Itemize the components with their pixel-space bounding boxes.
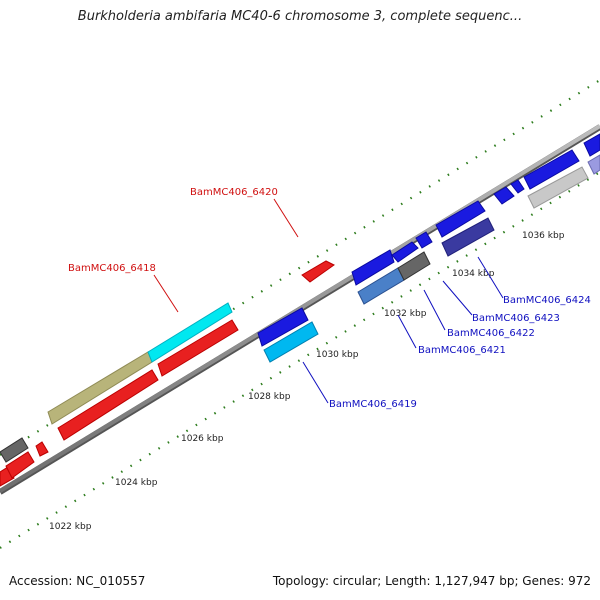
tick-label: 1028 kbp — [248, 392, 291, 402]
gene-feature — [435, 200, 486, 238]
map-title: Burkholderia ambifaria MC40-6 chromosome… — [77, 9, 523, 24]
gene-label: BamMC406_6422 — [447, 328, 535, 339]
tick-label: 1034 kbp — [452, 269, 495, 279]
label-leaders — [153, 198, 504, 404]
gene-label: BamMC406_6418 — [68, 263, 156, 274]
kbp-labels: 1022 kbp 1024 kbp 1026 kbp 1028 kbp 1030… — [49, 231, 565, 532]
gene-label: BamMC406_6423 — [472, 313, 560, 324]
gene-feature — [441, 217, 495, 257]
gene-feature — [351, 249, 395, 286]
tick-row-inner — [0, 171, 600, 549]
gene-feature — [587, 154, 600, 175]
gene-label: BamMC406_6419 — [329, 399, 417, 410]
gene-feature — [0, 437, 29, 463]
accession-text: Accession: NC_010557 — [9, 574, 146, 588]
gene-feature — [493, 186, 515, 205]
gene-feature — [523, 149, 580, 190]
gene-labels: BamMC406_6420 BamMC406_6418 BamMC406_641… — [68, 187, 591, 410]
tick-label: 1024 kbp — [115, 478, 158, 488]
tick-label: 1036 kbp — [522, 231, 565, 241]
gene-feature — [257, 307, 309, 347]
gene-feature — [391, 241, 419, 263]
tick-label: 1032 kbp — [384, 309, 427, 319]
genes-reverse — [0, 154, 600, 487]
gene-label: BamMC406_6420 — [190, 187, 278, 198]
gene-feature — [57, 369, 159, 441]
tick-label: 1022 kbp — [49, 522, 92, 532]
gene-feature — [35, 441, 49, 457]
tick-label: 1030 kbp — [316, 350, 359, 360]
gene-feature — [157, 319, 239, 377]
gene-feature — [527, 166, 589, 209]
gene-label: BamMC406_6424 — [503, 295, 591, 306]
gene-feature — [397, 251, 431, 281]
gene-feature — [5, 451, 35, 479]
gene-feature — [263, 321, 319, 363]
gene-feature — [301, 260, 335, 283]
gene-label: BamMC406_6421 — [418, 345, 506, 356]
gene-feature — [415, 231, 433, 249]
tick-label: 1026 kbp — [181, 434, 224, 444]
gene-feature — [583, 133, 600, 157]
topology-summary: Topology: circular; Length: 1,127,947 bp… — [272, 574, 591, 588]
gene-feature — [147, 302, 233, 363]
genes-forward — [0, 133, 600, 463]
gene-feature — [510, 179, 525, 194]
